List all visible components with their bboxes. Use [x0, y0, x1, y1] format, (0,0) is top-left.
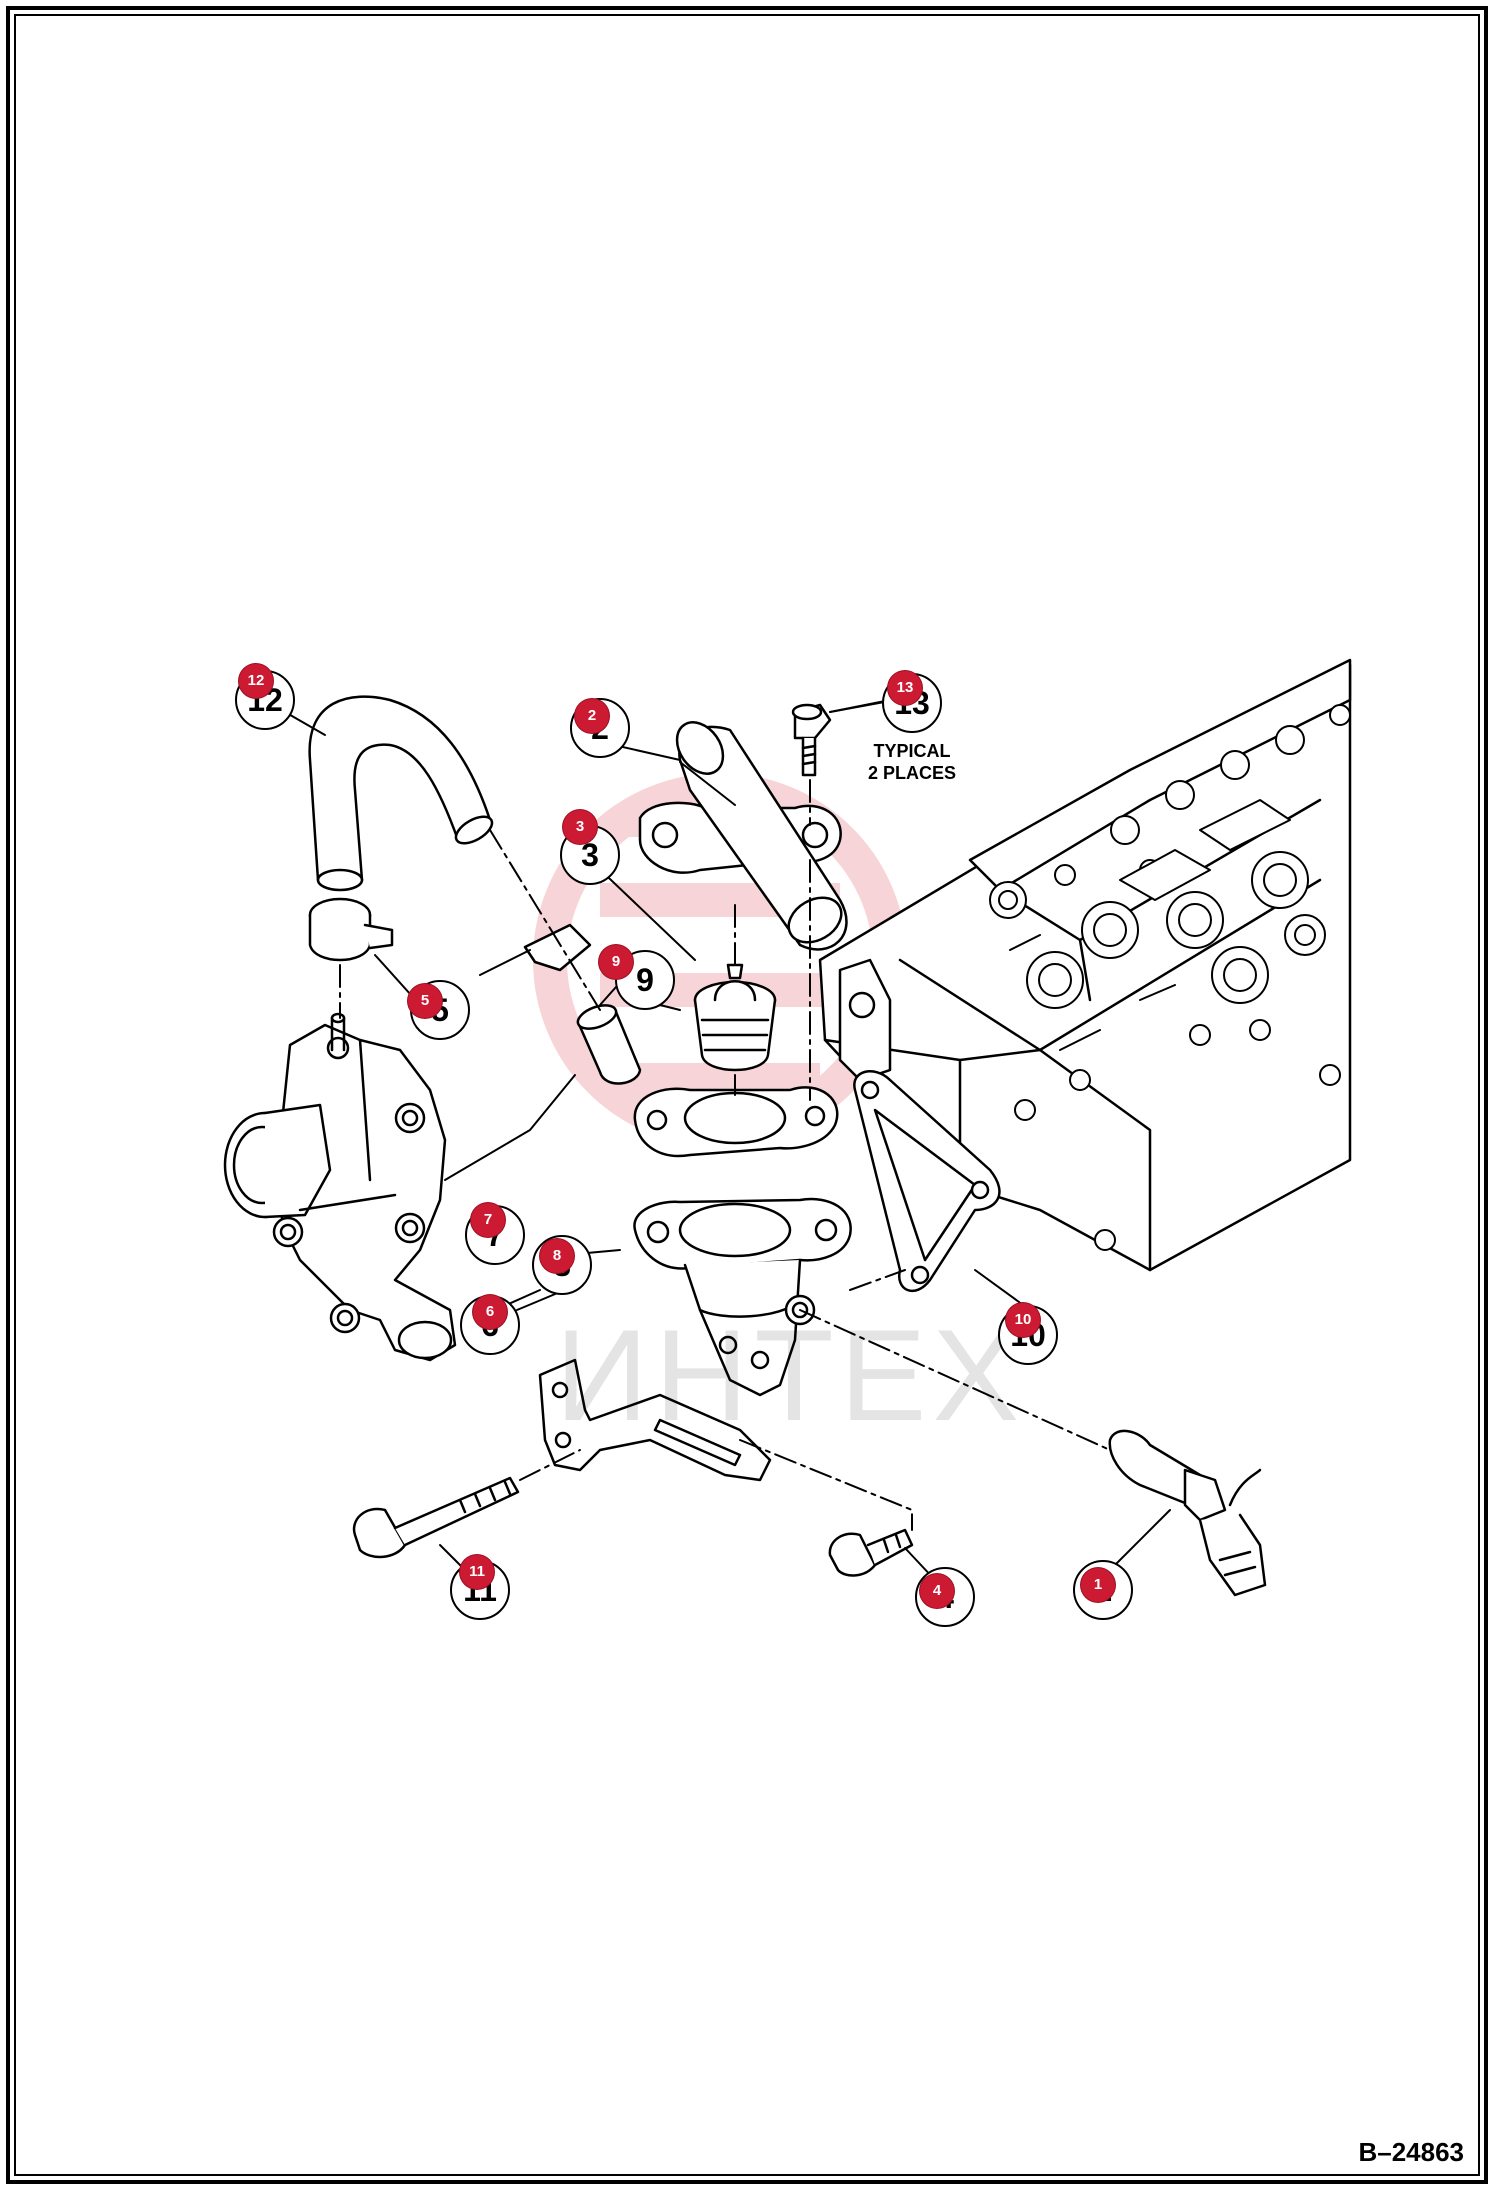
hose-clamp [308, 897, 394, 962]
callout-12[interactable]: 12 [239, 664, 273, 698]
callout-2[interactable]: 2 [575, 699, 609, 733]
water-pump [223, 1012, 457, 1362]
callout-3[interactable]: 3 [563, 810, 597, 844]
outer-border [6, 6, 1488, 2184]
watermark-text: ИНТЕХ [555, 1302, 1026, 1448]
ref-circle-9: 9 [615, 950, 675, 1010]
hose-12 [308, 695, 494, 892]
callout-1[interactable]: 1 [1081, 1568, 1115, 1602]
typical-note-line-1: TYPICAL [873, 741, 951, 761]
thermostat-cover [638, 721, 848, 951]
callout-11[interactable]: 11 [460, 1555, 494, 1589]
assembly-centerlines [339, 779, 1111, 1531]
callout-7[interactable]: 7 [471, 1203, 505, 1237]
callout-9[interactable]: 9 [599, 945, 633, 979]
mounting-bracket [538, 1358, 772, 1482]
thermostat-housing [633, 1197, 852, 1397]
bolt-13 [791, 703, 832, 777]
callout-4[interactable]: 4 [920, 1574, 954, 1608]
temperature-sender [1108, 1429, 1267, 1597]
bypass-hose [523, 923, 642, 1085]
bolt-4 [828, 1528, 914, 1577]
thermostat [693, 963, 777, 1072]
typical-note: TYPICAL 2 PLACES [868, 740, 956, 784]
bolt-11 [352, 1476, 520, 1559]
gasket [633, 1086, 839, 1158]
typical-note-line-2: 2 PLACES [868, 763, 957, 783]
callout-5[interactable]: 5 [408, 984, 442, 1018]
figure-number: B–24863 [1358, 2137, 1464, 2167]
callout-10[interactable]: 10 [1006, 1303, 1040, 1337]
callout-8[interactable]: 8 [540, 1239, 574, 1273]
cylinder-head-bolt-holes [989, 704, 1351, 1251]
inner-border [14, 14, 1480, 2176]
callout-13[interactable]: 13 [888, 671, 922, 705]
triangular-gasket [853, 1070, 1001, 1292]
callout-6[interactable]: 6 [473, 1295, 507, 1329]
